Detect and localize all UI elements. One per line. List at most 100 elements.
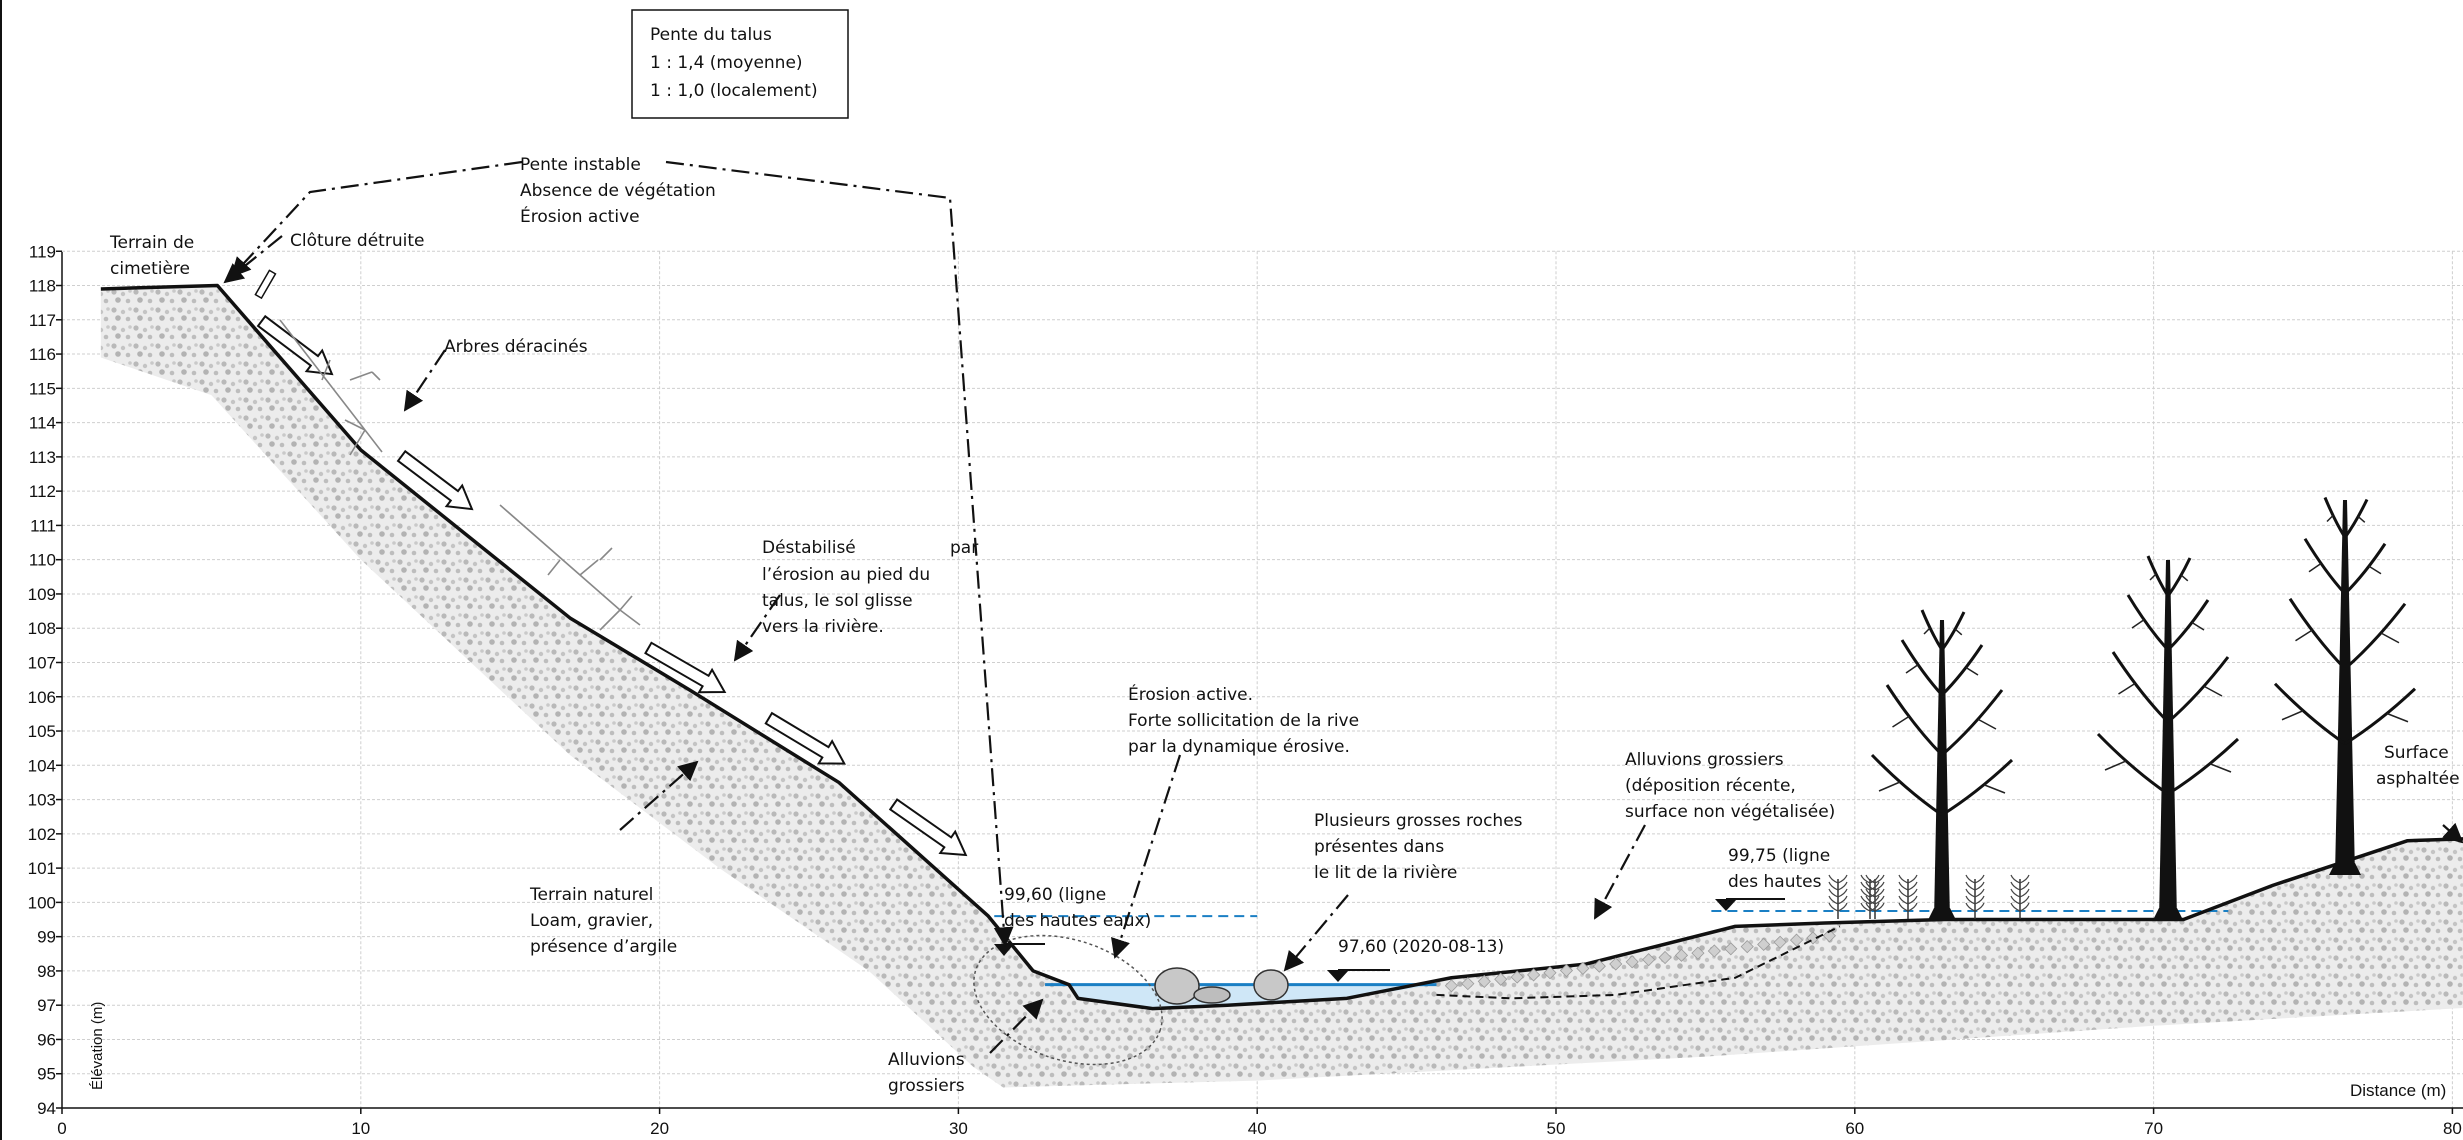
- y-axis-title: Élévation (m): [89, 1002, 106, 1090]
- tree: [2273, 496, 2417, 875]
- x-tick-label: 10: [351, 1119, 370, 1138]
- deposit-stone: [1477, 974, 1491, 988]
- boulder: [1154, 967, 1200, 1005]
- slope-info-title: Pente du talus: [650, 25, 772, 45]
- uprooted-trees: [279, 319, 641, 631]
- shrub: [2010, 874, 2030, 919]
- y-tick-label: 109: [28, 585, 56, 604]
- label-terrain-naturel: présence d’argile: [530, 937, 677, 957]
- y-tick-label: 111: [30, 516, 56, 535]
- label-roches: présentes dans: [1314, 837, 1444, 857]
- deposit-stone: [1642, 953, 1656, 967]
- deposit-stone: [1740, 940, 1754, 954]
- label-roches: Plusieurs grosses roches: [1314, 811, 1523, 831]
- y-tick-label: 117: [29, 311, 56, 330]
- river-water: [1045, 984, 1437, 1009]
- deposit-stone: [1691, 946, 1705, 960]
- y-tick-label: 108: [28, 619, 56, 638]
- deposit-stone: [1444, 979, 1458, 993]
- y-tick-label: 103: [28, 791, 56, 810]
- sliding-arrows: [256, 314, 968, 857]
- leader-surface: [2442, 822, 2463, 844]
- leader-pente-left: [230, 160, 523, 278]
- deposit-stone: [1592, 959, 1606, 973]
- slide-arrow: [256, 314, 334, 376]
- deposit-stone: [1494, 972, 1508, 986]
- label-erosion: Érosion active.: [1128, 683, 1253, 705]
- label-high-water-right: des hautes: [1728, 872, 1822, 892]
- slide-arrow: [644, 641, 727, 694]
- label-terrain-cimetiere: Terrain de: [109, 233, 194, 253]
- current-water-symbol: [1327, 969, 1390, 982]
- deposit-stone: [1461, 977, 1475, 991]
- deposit-stone: [1658, 950, 1672, 965]
- leader-erosion: [1111, 754, 1182, 959]
- y-tick-label: 98: [37, 962, 56, 981]
- high-water-symbol-right: [1715, 898, 1785, 911]
- y-tick-label: 105: [28, 722, 56, 741]
- label-destabilise: Déstabilisé: [762, 538, 856, 558]
- label-alluvions-bas: Alluvions: [888, 1050, 965, 1070]
- label-high-water-left: des hautes eaux): [1004, 911, 1151, 931]
- x-tick-label: 70: [2144, 1119, 2163, 1138]
- x-tick-label: 40: [1248, 1119, 1267, 1138]
- deposit-stone: [1625, 955, 1639, 969]
- leader-terrain: [619, 760, 699, 831]
- y-tick-label: 115: [29, 379, 56, 398]
- label-pente: Pente instable: [520, 155, 641, 175]
- x-tick-label: 80: [2443, 1119, 2462, 1138]
- leader-alluvions-droite: [1594, 824, 1646, 920]
- y-tick-label: 116: [29, 345, 56, 364]
- erosion-zone-outline: [973, 934, 1163, 1066]
- shrub: [1965, 874, 1985, 919]
- y-tick-label: 112: [29, 482, 56, 501]
- label-destabilise: par: [950, 538, 978, 558]
- label-destabilise: l’érosion au pied du: [762, 565, 930, 585]
- deposit-stone: [1609, 957, 1623, 971]
- leader-pente-right: [665, 160, 1014, 947]
- y-axis-ticks: 9495969798991001011021031041051061071081…: [28, 242, 62, 1118]
- label-high-water-right: 99,75 (ligne: [1728, 846, 1830, 866]
- deposit-stone: [1510, 970, 1524, 984]
- label-destabilise: talus, le sol glisse: [762, 591, 913, 611]
- x-tick-label: 0: [57, 1119, 66, 1138]
- leader-destab: [733, 594, 781, 662]
- label-alluvions-grossiers: surface non végétalisée): [1625, 802, 1835, 822]
- ground-body: [100, 285, 2463, 1088]
- tree: [2096, 555, 2240, 920]
- leader-alluvions-bas: [989, 998, 1044, 1054]
- shrub: [1898, 874, 1918, 919]
- y-tick-label: 94: [37, 1099, 56, 1118]
- deposit-stone: [1789, 933, 1804, 947]
- uprooted-tree: [279, 319, 383, 456]
- deposit-stone: [1559, 963, 1574, 978]
- leader-cloture: [223, 235, 283, 284]
- y-tick-label: 102: [28, 825, 56, 844]
- deposit-stone: [1527, 968, 1541, 982]
- deposit-stone: [1707, 944, 1721, 958]
- deposit-stone: [1576, 961, 1590, 975]
- deposit-stone: [1674, 948, 1689, 962]
- y-tick-label: 119: [29, 242, 56, 261]
- label-high-water-left: 99,60 (ligne: [1004, 885, 1106, 905]
- label-pente: Érosion active: [520, 205, 640, 227]
- previous-bed-profile: [1436, 925, 1841, 1000]
- label-terrain-naturel: Loam, gravier,: [530, 911, 653, 931]
- deposit-stone: [1757, 937, 1771, 952]
- deposit-stone: [1822, 929, 1836, 943]
- x-tick-label: 60: [1845, 1119, 1864, 1138]
- y-tick-label: 97: [37, 996, 56, 1015]
- y-tick-label: 114: [29, 414, 56, 433]
- boulder: [1253, 969, 1289, 1001]
- label-terrain-cimetiere: cimetière: [110, 259, 190, 279]
- y-tick-label: 100: [28, 893, 56, 912]
- leader-lines: [223, 160, 2463, 1054]
- x-tick-label: 20: [650, 1119, 669, 1138]
- deposit-stone: [1773, 935, 1787, 949]
- boulder: [1193, 986, 1231, 1004]
- coarse-alluvium-deposit: [1444, 929, 1836, 993]
- y-tick-label: 96: [37, 1030, 56, 1049]
- y-tick-label: 95: [37, 1065, 56, 1084]
- slide-arrow: [764, 711, 846, 765]
